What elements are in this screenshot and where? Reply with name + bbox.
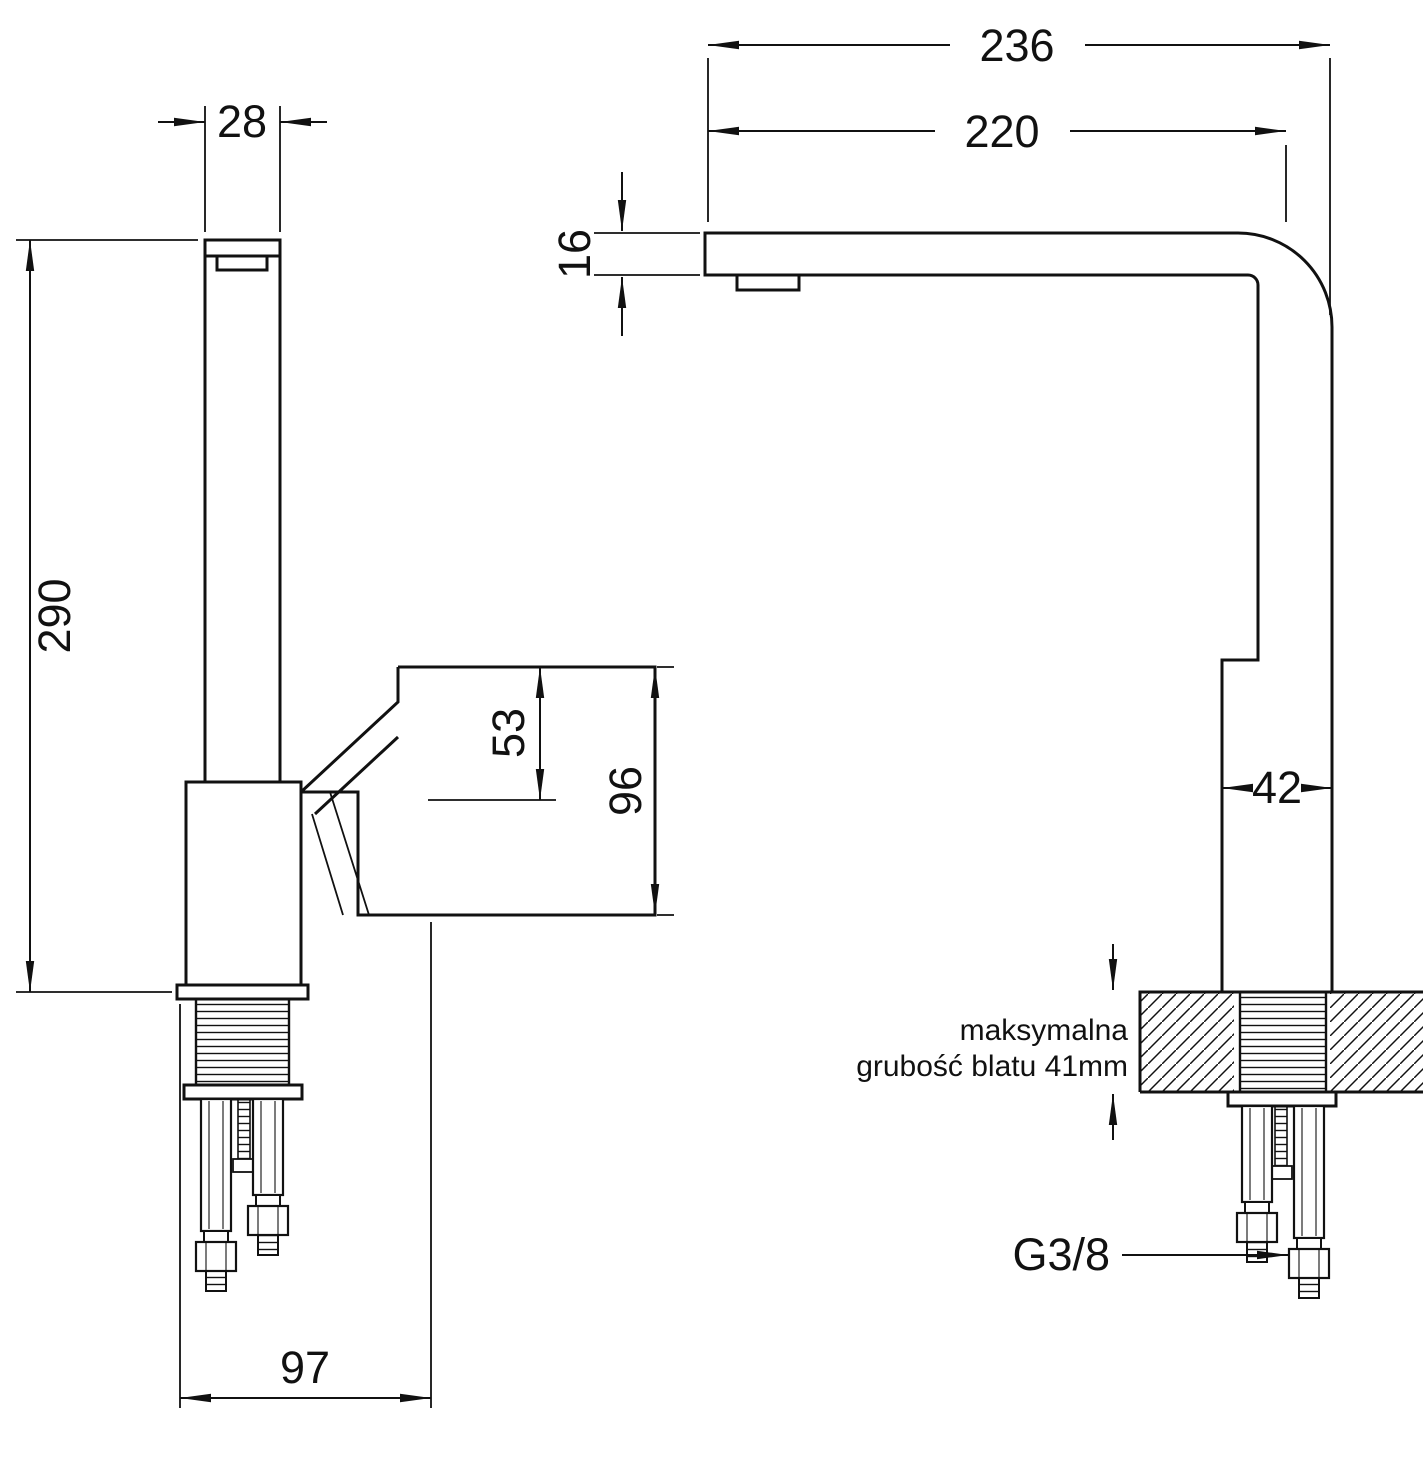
dim-spout-thickness: 16 xyxy=(549,172,700,336)
dim-lever-offset: 53 xyxy=(428,667,556,801)
spout-column xyxy=(203,238,282,784)
thread-connection-label: G3/8 xyxy=(1012,1229,1110,1280)
dim-overall-depth: 236 xyxy=(707,20,1331,315)
thread-connection-annotation: G3/8 xyxy=(1012,1229,1288,1280)
mounting-thread-front xyxy=(1238,990,1328,1094)
aerator-front xyxy=(735,273,801,292)
counter-note-line2: grubość blatu 41mm xyxy=(856,1050,1128,1083)
dim-lever-height: 96 xyxy=(600,666,674,916)
dim-lever-offset-label: 53 xyxy=(483,708,534,758)
dim-overall-depth-label: 236 xyxy=(979,20,1054,71)
dim-overall-height: 290 xyxy=(16,239,198,993)
supply-hoses-side xyxy=(194,1097,290,1293)
mounting-thread-side xyxy=(194,997,291,1087)
aerator-side xyxy=(215,254,269,272)
dim-spout-width-label: 28 xyxy=(217,96,267,147)
front-view: 236 220 16 42 maksymalna grubość bla xyxy=(549,20,1423,1300)
dim-body-width: 42 xyxy=(1222,762,1332,813)
dim-base-depth-label: 97 xyxy=(280,1342,330,1393)
dim-spout-reach: 220 xyxy=(708,106,1287,222)
lever-handle xyxy=(299,665,657,917)
side-view: 28 290 53 96 97 xyxy=(16,96,674,1408)
dim-spout-thickness-label: 16 xyxy=(549,229,600,279)
supply-hoses-front xyxy=(1235,1104,1331,1300)
countertop xyxy=(1138,990,1423,1094)
dim-overall-height-label: 290 xyxy=(29,578,80,653)
mounting-nut-front xyxy=(1226,1090,1338,1108)
spout-and-body-front xyxy=(703,231,1334,994)
dim-spout-reach-label: 220 xyxy=(964,106,1039,157)
base-flange xyxy=(175,983,310,1001)
dim-base-depth: 97 xyxy=(179,922,432,1408)
counter-note-line1: maksymalna xyxy=(960,1014,1129,1047)
dim-body-width-label: 42 xyxy=(1252,762,1302,813)
faucet-body-side xyxy=(184,780,303,987)
dim-lever-height-label: 96 xyxy=(600,766,651,816)
mounting-plate-side xyxy=(182,1083,304,1101)
counter-thickness-annotation: maksymalna grubość blatu 41mm xyxy=(856,944,1128,1140)
dim-spout-width: 28 xyxy=(158,96,327,232)
